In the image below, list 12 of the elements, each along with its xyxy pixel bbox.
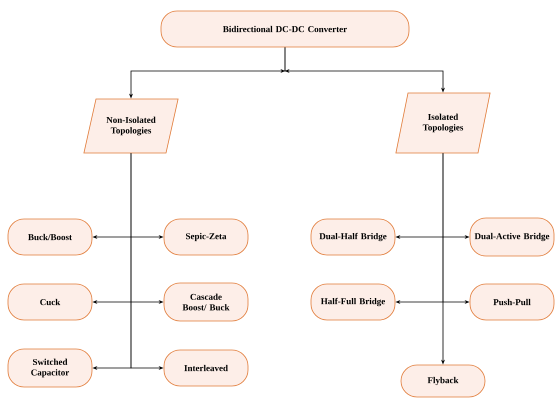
topology-box: Half-Full Bridge [310, 284, 396, 320]
topology-box: Push-Pull [470, 284, 554, 320]
topology-box: Dual-Active Bridge [470, 218, 554, 256]
topology-box: Cascade Boost/ Buck [164, 282, 248, 322]
topology-box: Buck/Boost [8, 218, 92, 256]
topology-box: Switched Capacitor [8, 348, 92, 388]
topology-box: Cuck [8, 284, 92, 320]
topology-box: Interleaved [164, 350, 248, 386]
topology-box: Flyback [400, 364, 486, 398]
topology-box: Dual-Half Bridge [310, 218, 396, 256]
topology-box: Sepic-Zeta [164, 218, 248, 256]
title-box: Bidirectional DC-DC Converter [160, 10, 410, 48]
